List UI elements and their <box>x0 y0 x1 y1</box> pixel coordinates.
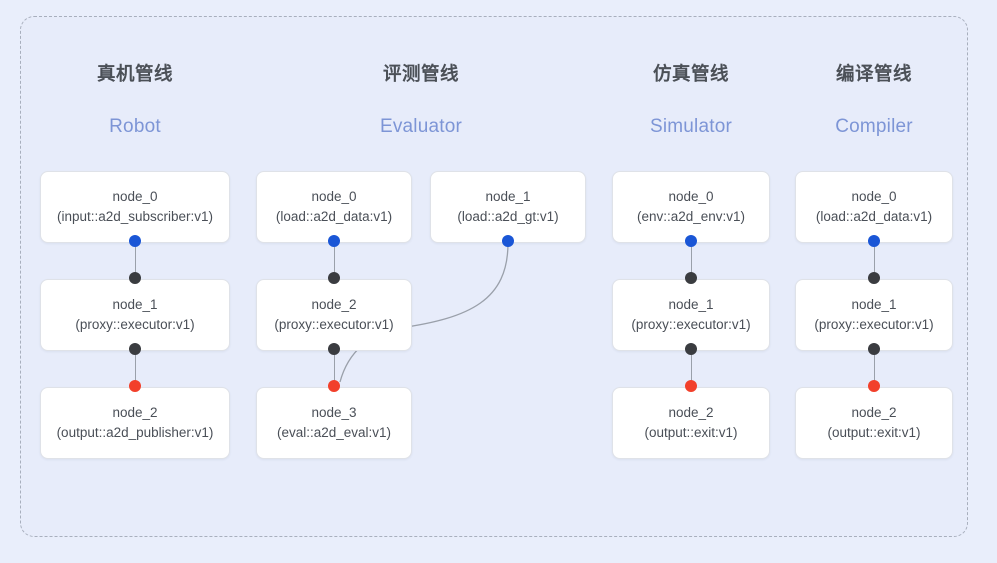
node-type-label: (output::exit:v1) <box>644 425 738 440</box>
edge-compiler-0-1 <box>873 241 875 279</box>
port-output-evaluator-node_0[interactable] <box>328 235 340 247</box>
port-output-compiler-node_0[interactable] <box>868 235 880 247</box>
node-id-label: node_0 <box>112 189 158 205</box>
column-title-cn-robot: 真机管线 <box>96 63 173 84</box>
edge-simulator-0-1 <box>690 241 692 279</box>
port-input-robot-node_2[interactable] <box>129 380 141 392</box>
node-id-label: node_1 <box>851 297 897 313</box>
edge-simulator-1-2 <box>690 349 692 387</box>
node-type-label: (proxy::executor:v1) <box>274 317 394 332</box>
node-id-label: node_3 <box>311 405 357 421</box>
port-input-compiler-node_2[interactable] <box>868 380 880 392</box>
column-header-compiler: 编译管线 Compiler <box>795 60 953 138</box>
port-input-robot-node_1[interactable] <box>129 272 141 284</box>
column-header-robot: 真机管线 Robot <box>40 60 230 138</box>
node-id-label: node_1 <box>112 297 158 313</box>
node-type-label: (load::a2d_data:v1) <box>815 209 933 224</box>
node-box-compiler-node_1[interactable]: node_1 (proxy::executor:v1) <box>795 279 953 351</box>
node-type-label: (env::a2d_env:v1) <box>636 209 746 224</box>
node-type-label: (proxy::executor:v1) <box>631 317 751 332</box>
node-id-label: node_2 <box>851 405 897 421</box>
node-box-evaluator-node_2[interactable]: node_2 (proxy::executor:v1) <box>256 279 412 351</box>
node-id-label: node_2 <box>311 297 357 313</box>
node-box-simulator-node_0[interactable]: node_0 (env::a2d_env:v1) <box>612 171 770 243</box>
node-box-evaluator-node_0[interactable]: node_0 (load::a2d_data:v1) <box>256 171 412 243</box>
node-box-simulator-node_2[interactable]: node_2 (output::exit:v1) <box>612 387 770 459</box>
edge-evaluator-2-3 <box>333 349 335 387</box>
node-box-robot-node_1[interactable]: node_1 (proxy::executor:v1) <box>40 279 230 351</box>
node-id-label: node_0 <box>668 189 714 205</box>
node-type-label: (input::a2d_subscriber:v1) <box>56 209 214 224</box>
node-type-label: (load::a2d_data:v1) <box>275 209 393 224</box>
node-id-label: node_1 <box>668 297 714 313</box>
port-input-evaluator-node_2[interactable] <box>328 272 340 284</box>
edge-robot-1-2 <box>134 349 136 387</box>
node-type-label: (eval::a2d_eval:v1) <box>276 425 392 440</box>
port-output-evaluator-node_2[interactable] <box>328 343 340 355</box>
port-output-simulator-node_0[interactable] <box>685 235 697 247</box>
node-type-label: (output::a2d_publisher:v1) <box>56 425 214 440</box>
port-output-evaluator-node_1[interactable] <box>502 235 514 247</box>
port-input-evaluator-node_3[interactable] <box>328 380 340 392</box>
node-box-robot-node_2[interactable]: node_2 (output::a2d_publisher:v1) <box>40 387 230 459</box>
port-output-simulator-node_1[interactable] <box>685 343 697 355</box>
edge-robot-0-1 <box>134 241 136 279</box>
node-box-evaluator-node_3[interactable]: node_3 (eval::a2d_eval:v1) <box>256 387 412 459</box>
node-id-label: node_2 <box>668 405 714 421</box>
column-title-en-robot: Robot <box>109 116 161 137</box>
edge-compiler-1-2 <box>873 349 875 387</box>
node-box-evaluator-node_1[interactable]: node_1 (load::a2d_gt:v1) <box>430 171 586 243</box>
port-input-simulator-node_1[interactable] <box>685 272 697 284</box>
node-box-compiler-node_2[interactable]: node_2 (output::exit:v1) <box>795 387 953 459</box>
column-title-en-simulator: Simulator <box>649 116 733 137</box>
node-id-label: node_0 <box>311 189 357 205</box>
column-header-evaluator: 评测管线 Evaluator <box>256 60 586 138</box>
node-box-robot-node_0[interactable]: node_0 (input::a2d_subscriber:v1) <box>40 171 230 243</box>
port-input-compiler-node_1[interactable] <box>868 272 880 284</box>
column-title-cn-evaluator: 评测管线 <box>382 63 459 84</box>
column-title-en-evaluator: Evaluator <box>379 116 463 137</box>
port-output-robot-node_1[interactable] <box>129 343 141 355</box>
node-box-simulator-node_1[interactable]: node_1 (proxy::executor:v1) <box>612 279 770 351</box>
port-input-simulator-node_2[interactable] <box>685 380 697 392</box>
column-title-cn-simulator: 仿真管线 <box>652 63 729 84</box>
port-output-robot-node_0[interactable] <box>129 235 141 247</box>
node-id-label: node_0 <box>851 189 897 205</box>
column-title-en-compiler: Compiler <box>835 116 913 137</box>
node-type-label: (proxy::executor:v1) <box>814 317 934 332</box>
node-id-label: node_1 <box>485 189 531 205</box>
column-title-cn-compiler: 编译管线 <box>835 63 912 84</box>
node-id-label: node_2 <box>112 405 158 421</box>
node-box-compiler-node_0[interactable]: node_0 (load::a2d_data:v1) <box>795 171 953 243</box>
node-type-label: (output::exit:v1) <box>827 425 921 440</box>
column-header-simulator: 仿真管线 Simulator <box>612 60 770 138</box>
port-output-compiler-node_1[interactable] <box>868 343 880 355</box>
edge-evaluator-0-2 <box>333 241 335 279</box>
node-type-label: (proxy::executor:v1) <box>75 317 195 332</box>
node-type-label: (load::a2d_gt:v1) <box>457 209 559 224</box>
